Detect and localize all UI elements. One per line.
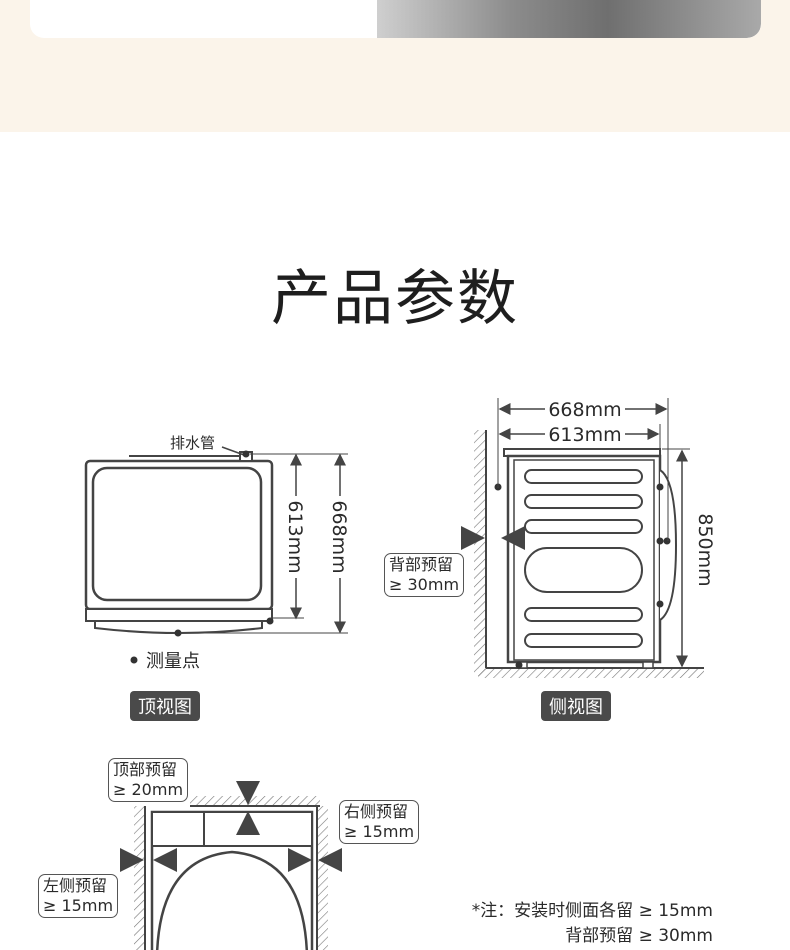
top-gap-callout: 顶部预留 ≥ 20mm [108, 758, 189, 802]
top-gap-title: 顶部预留 [113, 760, 178, 779]
left-gap-title: 左侧预留 [43, 876, 108, 895]
left-gap-value: ≥ 15mm [43, 896, 114, 915]
install-note-line2: 背部预留 ≥ 30mm [565, 926, 713, 946]
right-gap-callout: 右侧预留 ≥ 15mm [339, 800, 420, 844]
drain-pipe-label: 排水管 [170, 434, 215, 452]
measure-point-dot [266, 617, 274, 625]
drum-photo [377, 0, 761, 38]
legend-label: 测量点 [146, 651, 200, 672]
section-title: 产品参数 [271, 264, 519, 334]
feature-card [30, 0, 761, 38]
side-width-inner-label: 613mm [548, 424, 621, 446]
legend-dot [130, 656, 138, 664]
top-view-drawing: 613mm 668mm 排水管 测量点 [84, 434, 350, 672]
rear-gap-value: ≥ 30mm [389, 575, 460, 594]
side-view-drawing: 668mm 613mm 850mm [461, 398, 717, 678]
right-gap-title: 右侧预留 [344, 802, 409, 821]
side-width-outer-label: 668mm [548, 399, 621, 421]
top-depth-inner-label: 613mm [284, 500, 306, 573]
top-gap-value: ≥ 20mm [113, 780, 184, 799]
side-height-label: 850mm [694, 513, 716, 586]
measure-point-dot [242, 450, 250, 458]
install-note-line1: *注：安装时侧面各留 ≥ 15mm [471, 901, 713, 921]
rear-gap-callout: 背部预留 ≥ 30mm [384, 553, 465, 597]
top-depth-outer-label: 668mm [328, 500, 350, 573]
measure-point-dot [174, 629, 182, 637]
rear-gap-title: 背部预留 [389, 555, 454, 574]
left-gap-callout: 左侧预留 ≥ 15mm [38, 874, 119, 918]
right-gap-value: ≥ 15mm [344, 822, 415, 841]
side-view-badge: 侧视图 [541, 691, 611, 721]
top-banner [0, 0, 790, 132]
top-view-badge: 顶视图 [130, 691, 200, 721]
install-view-drawing [120, 781, 342, 950]
